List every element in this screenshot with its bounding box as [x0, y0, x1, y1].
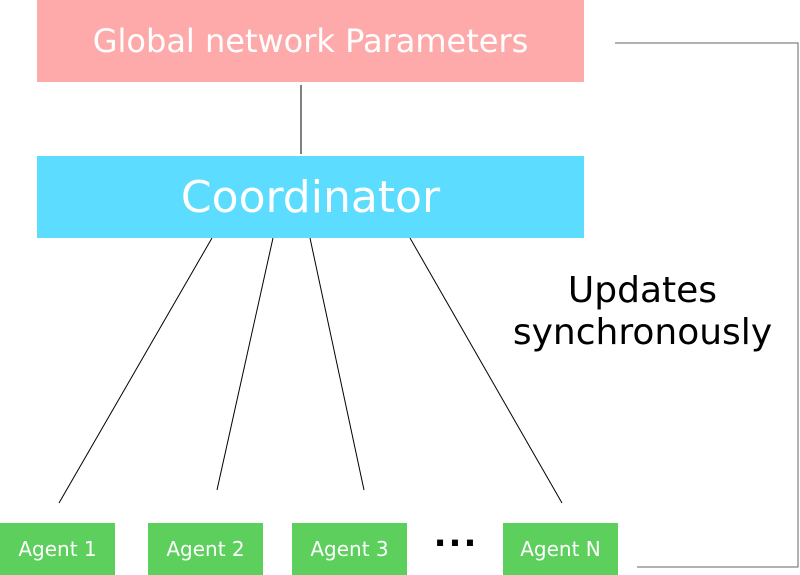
- agent-2-label: Agent 2: [166, 537, 245, 561]
- sync-update-bracket: [615, 42, 799, 568]
- synchronously-line: synchronously: [512, 312, 773, 353]
- agent-2-box: Agent 2: [148, 523, 263, 575]
- updates-synchronously-label: Updates synchronously: [490, 270, 795, 354]
- updates-line: Updates: [567, 270, 718, 311]
- agent-n-box: Agent N: [503, 523, 618, 575]
- coordinator-label: Coordinator: [180, 171, 441, 223]
- agent-3-box: Agent 3: [292, 523, 407, 575]
- coordinator-to-agent-3-line: [309, 237, 365, 491]
- more-agents-ellipsis: ...: [433, 515, 479, 555]
- coordinator-to-agent-2-line: [216, 237, 274, 491]
- agent-n-label: Agent N: [520, 537, 601, 561]
- global-network-parameters-label: Global network Parameters: [92, 22, 529, 60]
- agent-3-label: Agent 3: [310, 537, 389, 561]
- coordinator-to-agent-1-line: [58, 237, 213, 504]
- coordinator-to-agent-n-line: [409, 237, 563, 504]
- agent-1-label: Agent 1: [18, 537, 97, 561]
- global-network-parameters-box: Global network Parameters: [37, 0, 584, 82]
- agent-1-box: Agent 1: [0, 523, 115, 575]
- coordinator-box: Coordinator: [37, 156, 584, 238]
